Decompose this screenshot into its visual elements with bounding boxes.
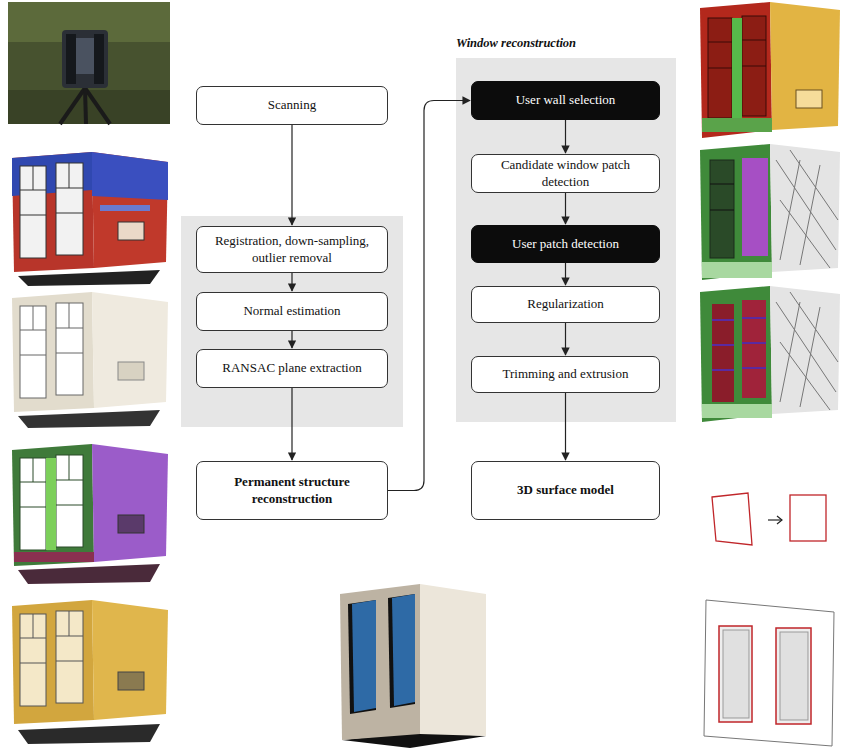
box-label: Registration, down-sampling, outlier rem… (205, 233, 379, 266)
flow-arrow (291, 273, 292, 291)
user-step-box: User wall selection (471, 81, 660, 120)
flow-arrow (291, 125, 292, 225)
flow-arrow (291, 331, 292, 348)
process-box: RANSAC plane extraction (196, 349, 388, 388)
point-cloud-view (700, 2, 840, 138)
trimming-sketch (704, 600, 834, 746)
box-label: Permanent structure reconstruction (205, 474, 379, 507)
box-label: User patch detection (512, 236, 619, 252)
box-label: Normal estimation (243, 303, 340, 319)
process-box: Regularization (471, 286, 660, 323)
process-box: Normal estimation (196, 292, 388, 331)
process-box: Scanning (196, 86, 388, 125)
point-cloud-view (12, 292, 168, 428)
flow-arrow (291, 388, 292, 460)
box-label: 3D surface model (517, 482, 614, 498)
point-cloud-view (12, 152, 168, 286)
box-label: Regularization (527, 296, 604, 312)
point-cloud-view (12, 600, 168, 744)
flow-arrow (565, 323, 566, 355)
flow-arrow (565, 120, 566, 153)
box-label: Candidate window patch detection (480, 157, 651, 190)
user-step-box: User patch detection (471, 225, 660, 263)
group-panel: Window reconstructionUser wall selection… (456, 36, 676, 422)
flow-arrow (565, 263, 566, 285)
process-box: Registration, down-sampling, outlier rem… (196, 226, 388, 273)
process-box: 3D surface model (471, 461, 660, 520)
process-box: Candidate window patch detection (471, 154, 660, 193)
point-cloud-view (700, 286, 840, 422)
point-cloud-view (12, 444, 168, 584)
box-label: RANSAC plane extraction (222, 360, 361, 376)
box-label: Scanning (268, 97, 316, 113)
scanner-photo (8, 2, 170, 124)
flow-arrow (388, 101, 470, 491)
group-panel (456, 58, 676, 422)
flow-arrow (565, 193, 566, 224)
point-cloud-view (700, 144, 840, 280)
process-box: Permanent structure reconstruction (196, 461, 388, 520)
process-box: Trimming and extrusion (471, 356, 660, 393)
group-panel (181, 216, 403, 427)
surface-model-render (340, 584, 486, 748)
regularization-sketch (712, 493, 826, 545)
flow-arrow (565, 393, 566, 460)
group-heading: Window reconstruction (456, 36, 576, 51)
box-label: User wall selection (516, 92, 616, 108)
box-label: Trimming and extrusion (503, 366, 629, 382)
